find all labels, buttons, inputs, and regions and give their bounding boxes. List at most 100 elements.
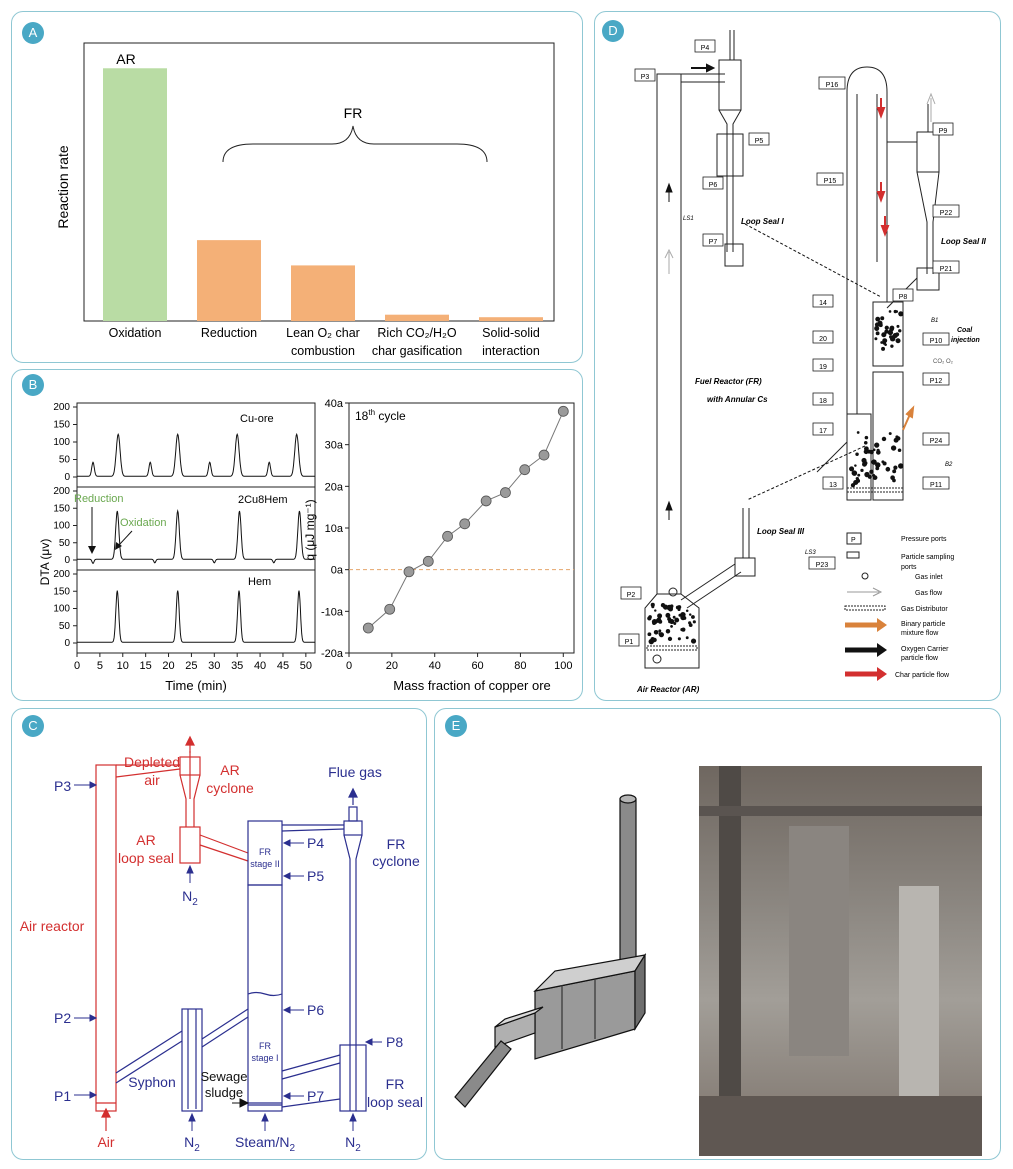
d-particle	[888, 432, 892, 436]
dta-xtick-label: 15	[140, 660, 152, 672]
d-particle	[898, 329, 902, 333]
model-pipe	[454, 1040, 512, 1108]
d-particle	[875, 331, 880, 336]
steam-label: Steam/N2	[235, 1134, 295, 1154]
d-port-box	[812, 330, 834, 344]
d-port-box	[922, 476, 950, 490]
dta-ytick-label: 200	[53, 569, 70, 580]
ar-loop-seal-box	[179, 826, 201, 864]
d-port-box	[816, 172, 844, 186]
photo-structure-beam-2	[699, 806, 982, 816]
d-particle	[652, 621, 656, 625]
d-particle	[896, 436, 901, 441]
bar-3	[385, 314, 449, 321]
q-ylabel: q (μJ mg⁻¹)	[303, 499, 317, 560]
fr-stage-1-label-1: FR	[259, 1041, 271, 1051]
d-particle	[672, 615, 676, 619]
q-point	[422, 555, 434, 567]
d-port-box	[922, 432, 950, 446]
d-particle	[881, 460, 885, 464]
depleted-air-arrow	[185, 735, 195, 753]
d-particle	[887, 329, 894, 336]
flue-gas-arrow	[348, 787, 358, 805]
dta-ytick-label: 150	[53, 420, 70, 431]
q-xlabel: Mass fraction of copper ore	[393, 678, 551, 693]
d-particle	[674, 617, 680, 623]
d-port-label: P12	[930, 378, 943, 385]
d-particle	[677, 637, 681, 641]
dta-xtick-label: 40	[254, 660, 266, 672]
ar-loop-seal-to-fr-2	[199, 844, 249, 862]
photo-floor	[699, 1096, 982, 1156]
legend-binary-2: mixture flow	[901, 630, 939, 637]
legend-gas-flow-symbol	[847, 587, 883, 597]
c-port-p6: P6	[307, 1002, 324, 1018]
d-port-label: 19	[819, 364, 827, 371]
d-particle	[857, 473, 861, 477]
panel-d-badge: D	[602, 20, 624, 42]
d-fr-chamber-upper	[872, 301, 904, 367]
d-fr-title-2: with Annular Cs	[707, 395, 768, 404]
bar-4	[479, 317, 543, 321]
dta-ytick-label: 150	[53, 503, 70, 514]
dta-xtick-label: 10	[117, 660, 129, 672]
d-ls3-label: LS3	[805, 550, 816, 556]
reactor-3d-model	[454, 794, 647, 1108]
d-fr-char-arrow-3	[880, 216, 890, 237]
c-port-p6-arrow	[282, 1006, 304, 1014]
q-xtick-label: 60	[471, 660, 483, 672]
c-port-p8: P8	[386, 1034, 403, 1050]
d-particle	[854, 464, 857, 467]
dta-xtick-label: 25	[185, 660, 197, 672]
d-port-label: P3	[641, 74, 650, 81]
c-port-p3-arrow	[74, 781, 98, 789]
d-particle	[653, 629, 659, 635]
d-loop-seal-3-pipe-2	[686, 571, 742, 609]
legend-distributor-symbol	[844, 605, 886, 611]
q-xtick-label: 100	[554, 660, 572, 672]
n2-ar-loop-label: N2	[182, 888, 198, 908]
fr-cyclone-label-2: cyclone	[372, 853, 420, 869]
dta-trace-2cu8hem	[77, 509, 315, 565]
d-particle	[867, 474, 872, 479]
fr-loop-seal-label-1: FR	[386, 1076, 405, 1092]
d-port-box	[922, 372, 950, 386]
cdcl-schematic: P1P2P3P4P5P6P7P8P9P10P11P12P15P16P21P22P…	[618, 30, 987, 694]
d-port-label: P8	[899, 294, 908, 301]
d-cyclone-1-cone	[718, 109, 742, 252]
dta-xtick-label: 0	[74, 660, 80, 672]
dta-frame	[76, 402, 316, 654]
d-port-box	[812, 392, 834, 406]
d-particle	[876, 448, 880, 452]
d-particle	[897, 448, 902, 453]
panel-c: C Depleted air AR cyclone AR loop seal A…	[11, 708, 427, 1160]
q-point	[557, 405, 569, 417]
dta-xlabel: Time (min)	[165, 678, 227, 693]
legend-sampling-symbol	[846, 551, 860, 559]
dta-ytick-label: 100	[53, 521, 70, 532]
bar-1	[197, 240, 261, 321]
d-port-label: P9	[939, 128, 948, 135]
d-ar-gas-inlet-2	[652, 654, 662, 664]
d-top-flow-arrow	[691, 63, 716, 73]
d-loop-seal-3-label: Loop Seal III	[757, 527, 805, 536]
d-particle	[656, 617, 662, 623]
d-particle	[875, 316, 881, 322]
steam-arrow	[261, 1112, 269, 1131]
legend-pressure-port-symbol	[846, 532, 862, 545]
pilot-plant-photo	[699, 766, 982, 1156]
air-inlet-arrow	[101, 1107, 111, 1131]
q-point	[519, 464, 531, 476]
c-port-p7-arrow	[282, 1092, 304, 1100]
d-fr-char-arrow-2	[876, 182, 886, 203]
d-fr-annular-left	[846, 413, 872, 501]
d-particle	[855, 452, 859, 456]
d-particle	[869, 449, 874, 455]
panel-e-badge: E	[445, 715, 467, 737]
ar-loop-seal-to-fr-1	[199, 834, 249, 854]
d-port-label: P15	[824, 178, 837, 185]
